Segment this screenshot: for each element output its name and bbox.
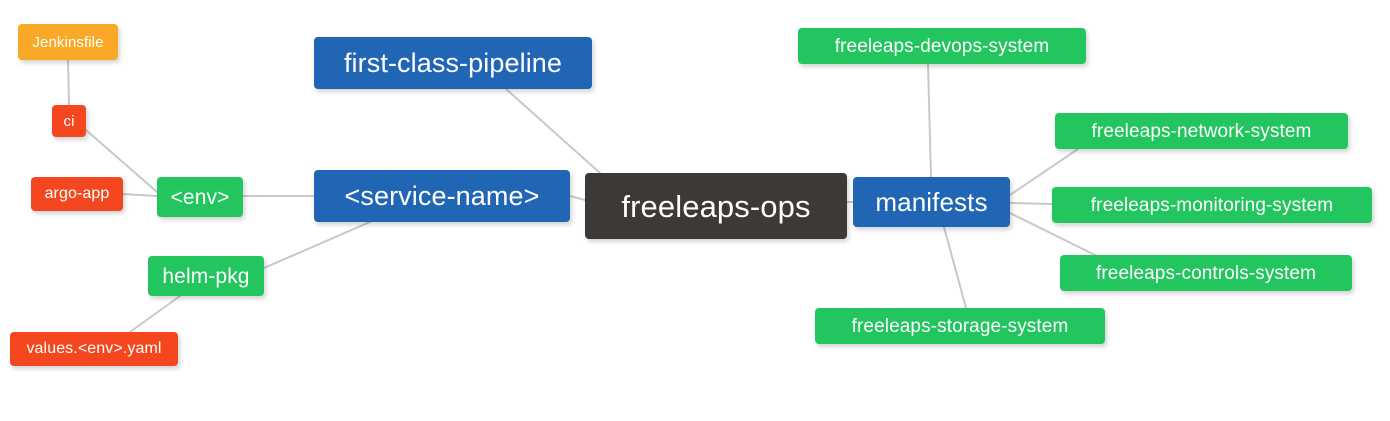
node-controls[interactable]: freeleaps-controls-system: [1060, 255, 1352, 291]
node-monitoring[interactable]: freeleaps-monitoring-system: [1052, 187, 1372, 223]
edge-manifests-to-controls: [1009, 212, 1096, 256]
node-service-name[interactable]: <service-name>: [314, 170, 570, 222]
edge-pipeline-to-freeleaps-ops: [505, 88, 601, 174]
edge-manifests-to-monitoring: [1009, 202, 1053, 205]
node-ci[interactable]: ci: [52, 105, 86, 137]
edge-service-name-to-freeleaps-ops: [569, 195, 586, 201]
edge-manifests-to-network: [1009, 148, 1079, 196]
node-network[interactable]: freeleaps-network-system: [1055, 113, 1348, 149]
edge-values-yaml-to-helm-pkg: [129, 295, 181, 333]
edge-helm-pkg-to-service-name: [263, 221, 371, 269]
edge-argo-app-to-env: [122, 193, 158, 197]
node-env[interactable]: <env>: [157, 177, 243, 217]
node-argo-app[interactable]: argo-app: [31, 177, 123, 211]
node-pipeline[interactable]: first-class-pipeline: [314, 37, 592, 89]
edge-manifests-to-storage: [943, 226, 967, 309]
node-jenkinsfile[interactable]: Jenkinsfile: [18, 24, 118, 60]
node-freeleaps-ops[interactable]: freeleaps-ops: [585, 173, 847, 239]
node-devops[interactable]: freeleaps-devops-system: [798, 28, 1086, 64]
node-storage[interactable]: freeleaps-storage-system: [815, 308, 1105, 344]
node-manifests[interactable]: manifests: [853, 177, 1010, 227]
edge-ci-to-env: [85, 129, 158, 193]
node-values-yaml[interactable]: values.<env>.yaml: [10, 332, 178, 366]
edge-jenkinsfile-to-ci: [67, 59, 70, 106]
node-helm-pkg[interactable]: helm-pkg: [148, 256, 264, 296]
edge-manifests-to-devops: [927, 63, 932, 178]
